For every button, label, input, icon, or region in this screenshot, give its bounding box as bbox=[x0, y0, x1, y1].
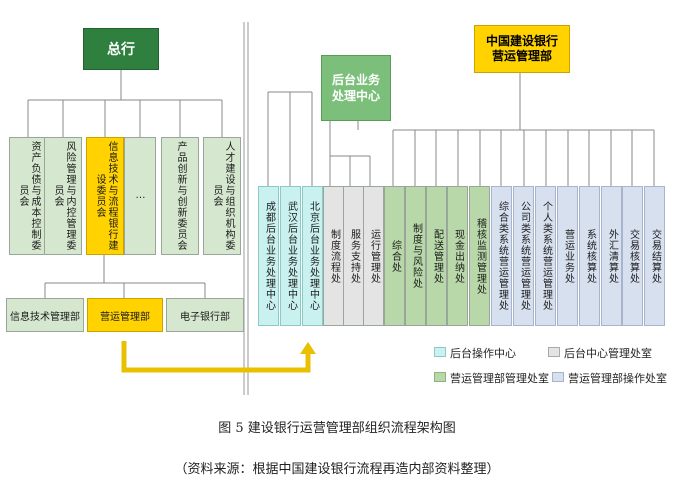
center-management-unit: 制度流程处 bbox=[323, 186, 344, 326]
center-management-unit: 运行管理处 bbox=[363, 186, 384, 326]
dept-management-unit: 稽核监测管理处 bbox=[469, 186, 490, 326]
dept-operation-unit: 个人类系统营运管理处 bbox=[535, 186, 556, 326]
dept-operation-unit: 外汇清算处 bbox=[601, 186, 622, 326]
source-note: （资料来源：根据中国建设银行流程再造内部资料整理） bbox=[174, 462, 500, 477]
committee-node: 风险管理与内控管理委员会 bbox=[44, 137, 82, 255]
committee-node: 产品创新与创新委员会 bbox=[161, 137, 199, 255]
department-node: 电子银行部 bbox=[166, 298, 244, 332]
legend-swatch-cyan bbox=[434, 347, 446, 357]
backoffice-operation-center: 成都后台业务处理中心 bbox=[258, 186, 279, 326]
dept-management-unit: 制度与风险处 bbox=[405, 186, 426, 326]
operations-dept-node: 中国建设银行营运管理部 bbox=[474, 25, 570, 73]
committee-node: 资产负债与成本控制委员会 bbox=[9, 137, 47, 255]
legend-label: 后台操作中心 bbox=[450, 347, 516, 360]
backoffice-center-node: 后台业务处理中心 bbox=[321, 55, 391, 121]
center-management-unit: 服务支持处 bbox=[343, 186, 364, 326]
committee-node-ellipsis: … bbox=[124, 137, 156, 255]
dept-operation-unit: 营运业务处 bbox=[557, 186, 578, 326]
legend-label: 营运管理部操作处室 bbox=[568, 372, 667, 385]
department-node: 信息技术管理部 bbox=[6, 298, 84, 332]
legend-label: 营运管理部管理处室 bbox=[450, 372, 549, 385]
committee-node: 人才建设与组织机构委员会 bbox=[203, 137, 241, 255]
head-office-node: 总行 bbox=[83, 28, 159, 70]
dept-operation-unit: 系统核算处 bbox=[579, 186, 600, 326]
legend-swatch-blue bbox=[552, 372, 564, 382]
department-node-highlighted: 营运管理部 bbox=[87, 298, 163, 332]
legend-swatch-green bbox=[434, 372, 446, 382]
dept-operation-unit: 交易结算处 bbox=[644, 186, 665, 326]
backoffice-operation-center: 武汉后台业务处理中心 bbox=[280, 186, 301, 326]
legend-swatch-gray bbox=[548, 347, 560, 357]
legend-label: 后台中心管理处室 bbox=[564, 347, 652, 360]
dept-operation-unit: 综合类系统营运管理处 bbox=[491, 186, 512, 326]
figure-caption: 图 5 建设银行运营管理部组织流程架构图 bbox=[218, 421, 456, 436]
dept-management-unit: 综合处 bbox=[384, 186, 405, 326]
dept-management-unit: 现金出纳处 bbox=[447, 186, 468, 326]
committee-node-highlighted: 信息技术与流程银行建设委员会 bbox=[86, 137, 124, 255]
backoffice-operation-center: 北京后台业务处理中心 bbox=[302, 186, 323, 326]
dept-operation-unit: 交易核算处 bbox=[622, 186, 643, 326]
legend: 后台操作中心 后台中心管理处室 营运管理部管理处室 营运管理部操作处室 bbox=[430, 344, 670, 390]
dept-operation-unit: 公司类系统营运管理处 bbox=[513, 186, 534, 326]
dept-management-unit: 配送管理处 bbox=[426, 186, 447, 326]
